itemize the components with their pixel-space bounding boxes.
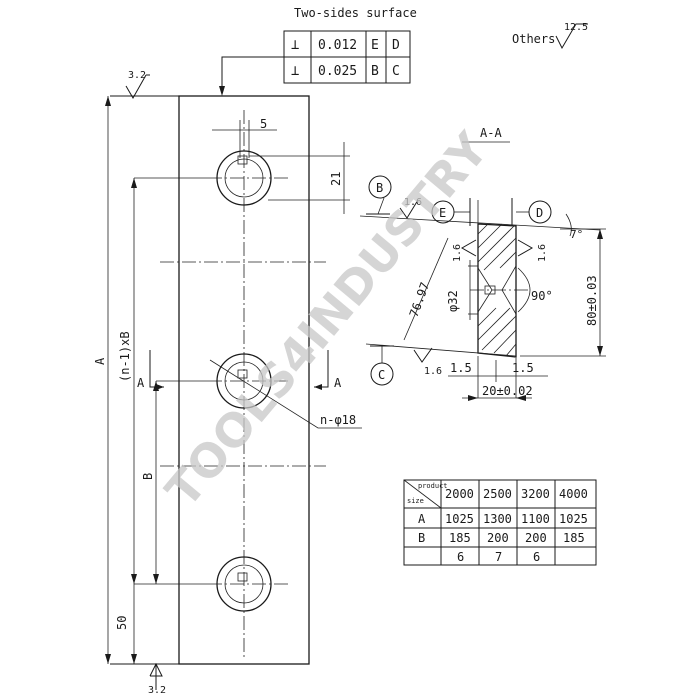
svg-text:1.5: 1.5 (450, 361, 472, 375)
tolerance-value-1: 0.012 (318, 38, 357, 53)
dimension-20: 20±0.02 (462, 384, 533, 401)
perpendicularity-symbol-1: ⊥ (291, 37, 299, 53)
table-cell: 1025 (559, 512, 588, 526)
plate-outline (178, 95, 310, 665)
svg-text:3.2: 3.2 (148, 685, 166, 696)
roughness-symbol-others: 12.5 (555, 22, 588, 50)
svg-text:1.6: 1.6 (424, 366, 442, 377)
svg-text:1.5: 1.5 (512, 361, 534, 375)
others-label: Others (512, 32, 555, 46)
svg-text:D: D (536, 206, 543, 220)
table-cell: 1025 (445, 512, 474, 526)
dimension-phi32: φ32 (446, 260, 478, 320)
svg-text:A: A (334, 376, 342, 390)
dimension-50: 50 (115, 584, 137, 664)
svg-text:3.2: 3.2 (128, 70, 146, 81)
svg-text:1.6: 1.6 (452, 244, 463, 262)
table-cell: 7 (495, 550, 502, 564)
perpendicularity-symbol-2: ⊥ (291, 63, 299, 79)
svg-text:φ32: φ32 (446, 290, 460, 312)
dimension-a: A (93, 96, 111, 664)
svg-text:12.5: 12.5 (564, 22, 588, 33)
table-col-header: 4000 (559, 487, 588, 501)
table-cell: 200 (487, 531, 509, 545)
blade-section (470, 223, 530, 358)
svg-text:1.6: 1.6 (404, 197, 422, 208)
table-header-product: product (418, 482, 448, 490)
dimension-5: 5 (212, 117, 277, 158)
dimension-80: 80±0.03 (520, 228, 606, 357)
tolerance-ref-b: B (371, 64, 379, 79)
tolerance-frame: ⊥ 0.012 E D ⊥ 0.025 B C (283, 30, 411, 84)
svg-text:B: B (141, 473, 155, 480)
svg-text:A: A (137, 376, 145, 390)
section-title: A-A (480, 126, 502, 140)
section-marker-right: A (314, 350, 342, 390)
table-row-label: A (418, 512, 426, 526)
table-cell: 200 (525, 531, 547, 545)
svg-text:B: B (376, 181, 383, 195)
dimension-90deg: 90° (517, 267, 553, 313)
table-cell: 1100 (521, 512, 550, 526)
two-sides-surface-label: Two-sides surface (294, 6, 417, 20)
table-row-label: B (418, 531, 425, 545)
section-marker-left: A (137, 350, 164, 390)
table-cell: 1300 (483, 512, 512, 526)
table-cell: 6 (533, 550, 540, 564)
table-col-header: 3200 (521, 487, 550, 501)
svg-text:21: 21 (329, 172, 343, 186)
table-col-header: 2500 (483, 487, 512, 501)
slot-hole-bottom (208, 556, 288, 612)
svg-text:20±0.02: 20±0.02 (482, 384, 533, 398)
datum-c: C (370, 345, 394, 386)
table-cell: 185 (449, 531, 471, 545)
svg-text:90°: 90° (531, 289, 553, 303)
svg-text:7°: 7° (570, 228, 583, 241)
roughness-symbol-bottom: 3.2 (110, 662, 179, 696)
svg-text:5: 5 (260, 117, 267, 131)
svg-text:1.6: 1.6 (537, 244, 548, 262)
dimension-7deg: 7° (565, 213, 583, 241)
roughness-symbol-face-right: 1.6 (517, 239, 548, 262)
svg-text:n-φ18: n-φ18 (320, 413, 356, 427)
svg-text:50: 50 (115, 616, 129, 630)
spec-table: product size 2000 2500 3200 4000 A 1025 … (403, 479, 597, 566)
dimension-21: 21 (249, 142, 350, 214)
roughness-symbol-section-c: 1.6 (413, 347, 442, 377)
table-cell: 185 (563, 531, 585, 545)
datum-e: E (431, 198, 479, 226)
table-header-size: size (407, 497, 424, 505)
svg-text:(n-1)xB: (n-1)xB (118, 331, 132, 382)
svg-text:76.97: 76.97 (407, 280, 433, 319)
tolerance-ref-c: C (392, 64, 400, 79)
roughness-symbol-face-left: 1.6 (452, 239, 477, 262)
svg-text:A: A (93, 357, 107, 365)
hole-callout: n-φ18 (209, 359, 362, 429)
dimension-n1b: (n-1)xB (118, 177, 208, 585)
svg-text:E: E (439, 206, 446, 220)
roughness-symbol-section-b: 1.6 (399, 197, 422, 219)
tolerance-ref-e: E (371, 38, 379, 53)
table-cell: 6 (457, 550, 464, 564)
svg-text:80±0.03: 80±0.03 (585, 275, 599, 326)
table-col-header: 2000 (445, 487, 474, 501)
datum-b: B (366, 175, 392, 215)
tolerance-value-2: 0.025 (318, 64, 357, 79)
slot-hole-middle (208, 353, 288, 409)
tolerance-ref-d: D (392, 38, 400, 53)
svg-text:C: C (378, 368, 385, 382)
slot-hole-top (208, 150, 288, 206)
watermark: TOOLS4INDUSTRY (155, 122, 499, 517)
dimension-1-5: 1.5 1.5 (448, 356, 548, 398)
roughness-symbol-top: 3.2 (110, 70, 179, 100)
datum-d: D (511, 198, 552, 226)
